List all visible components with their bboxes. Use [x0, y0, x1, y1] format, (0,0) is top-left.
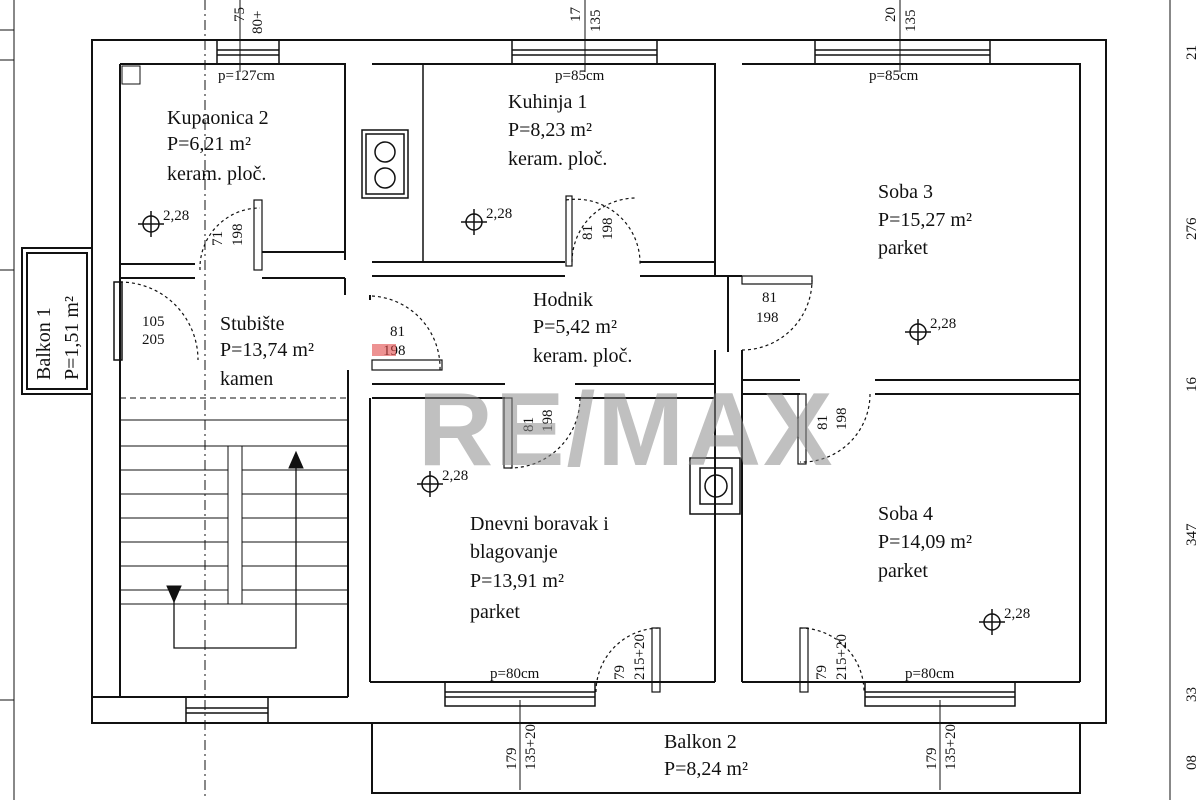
win-dnevni-width: 179: [504, 748, 520, 771]
sill-kuhinja: p=85cm: [555, 68, 605, 84]
door-entry-width: 105: [142, 314, 165, 330]
room-area-kupaonica2: P=6,21 m²: [167, 133, 251, 155]
room-floor-kupaonica2: keram. ploč.: [167, 163, 266, 185]
door-soba3-height: 198: [756, 310, 779, 326]
height-dnevni: 2,28: [442, 468, 468, 484]
door-dnevni-height: 198: [540, 410, 556, 433]
room-name-soba4: Soba 4: [878, 503, 933, 525]
top-dim-b1: 17: [568, 7, 584, 23]
right-dim-1: 21: [1184, 45, 1200, 60]
right-dim-3: 16: [1184, 377, 1200, 393]
height-soba3: 2,28: [930, 316, 956, 332]
room-floor-stubiste: kamen: [220, 368, 273, 390]
stairs: [120, 397, 348, 649]
sill-soba3: p=85cm: [869, 68, 919, 84]
win-dnevni-height: 135+20: [523, 724, 539, 770]
room-area-balkon1: P=1,51 m²: [61, 296, 83, 380]
room-area-kuhinja1: P=8,23 m²: [508, 119, 592, 141]
door-balk-dn-width: 79: [612, 665, 628, 680]
door-entry-height: 205: [142, 332, 165, 348]
right-dim-2: 276: [1184, 217, 1200, 240]
watermark-accent: [372, 344, 396, 356]
door-dnevni-width: 81: [521, 417, 537, 432]
door-kuh-height: 198: [600, 218, 616, 241]
room-name-hodnik: Hodnik: [533, 289, 593, 311]
top-dim-c2: 135: [903, 10, 919, 33]
axis-lines: [0, 0, 1171, 800]
room-name-balkon1: Balkon 1: [33, 307, 55, 380]
room-name-balkon2: Balkon 2: [664, 731, 737, 753]
door-kup-width: 71: [210, 231, 226, 246]
sill-dnevni: p=80cm: [490, 666, 540, 682]
room-area-soba3: P=15,27 m²: [878, 209, 972, 231]
stove: [361, 64, 424, 262]
win-soba4-height: 135+20: [943, 724, 959, 770]
height-markers: [138, 209, 1005, 635]
room-floor-soba3: parket: [878, 237, 928, 259]
height-soba4: 2,28: [1004, 606, 1030, 622]
watermark-logo: RE/MAX: [418, 372, 834, 488]
height-kupaonica: 2,28: [163, 208, 189, 224]
sill-kupaonica: p=127cm: [218, 68, 275, 84]
room-floor-kuhinja1: keram. ploč.: [508, 148, 607, 170]
room-name-soba3: Soba 3: [878, 181, 933, 203]
right-dim-6: 08: [1184, 755, 1200, 770]
room-area-stubiste: P=13,74 m²: [220, 339, 314, 361]
room-name-dnevni-2: blagovanje: [470, 541, 558, 563]
top-dim-b2: 135: [588, 10, 604, 33]
room-area-dnevni: P=13,91 m²: [470, 570, 564, 592]
door-soba4-height: 198: [834, 408, 850, 431]
door-soba4-width: 81: [815, 415, 831, 430]
right-dim-5: 33: [1184, 687, 1200, 702]
door-balk-s4-height: 215+20: [834, 634, 850, 680]
corner-fixture: [121, 65, 141, 85]
door-stub-width: 81: [390, 324, 405, 340]
room-name-stubiste: Stubište: [220, 313, 285, 335]
doors: [119, 195, 871, 693]
sill-soba4: p=80cm: [905, 666, 955, 682]
room-floor-soba4: parket: [878, 560, 928, 582]
room-name-kupaonica2: Kupaonica 2: [167, 107, 269, 129]
top-dim-a1: 75: [232, 7, 248, 22]
right-dim-4: 347: [1184, 523, 1200, 546]
room-area-soba4: P=14,09 m²: [878, 531, 972, 553]
top-dim-c1: 20: [883, 7, 899, 22]
door-balk-dn-height: 215+20: [632, 634, 648, 680]
door-kuh-width: 81: [580, 225, 596, 240]
room-area-hodnik: P=5,42 m²: [533, 316, 617, 338]
room-name-kuhinja1: Kuhinja 1: [508, 91, 587, 113]
chimney: [689, 457, 741, 515]
win-soba4-width: 179: [924, 748, 940, 771]
height-kuhinja: 2,28: [486, 206, 512, 222]
top-dim-a2: 80+: [250, 11, 266, 34]
room-area-balkon2: P=8,24 m²: [664, 758, 748, 780]
room-floor-dnevni: parket: [470, 601, 520, 623]
room-name-dnevni-1: Dnevni boravak i: [470, 513, 609, 535]
room-floor-hodnik: keram. ploč.: [533, 345, 632, 367]
door-kup-height: 198: [230, 224, 246, 247]
door-balk-s4-width: 79: [814, 665, 830, 680]
door-soba3-width: 81: [762, 290, 777, 306]
